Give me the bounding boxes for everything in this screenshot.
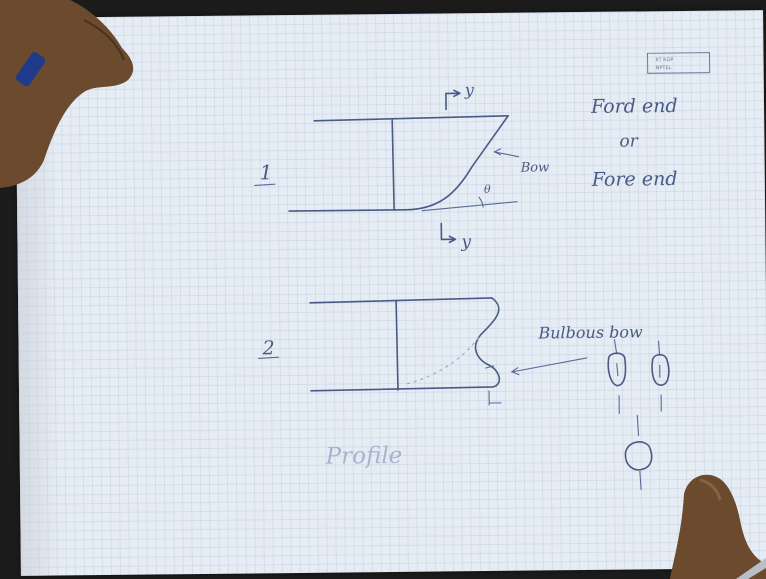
- bow-pointer-arrowhead: [493, 148, 502, 156]
- pen-icon: [15, 52, 46, 87]
- angle-reference-line: [421, 201, 518, 212]
- bulb-section-sketches: [607, 339, 670, 490]
- fore-end-note: Ford end or Fore end: [590, 95, 678, 191]
- profile-label: Profile: [325, 443, 403, 470]
- bulbous-bow-label: Bulbous bow: [537, 322, 643, 342]
- diagram-1-conventional-bow: 1 y y θ Bow: [254, 80, 550, 252]
- conventional-bow-comparison: [406, 334, 481, 385]
- diagram-2-number: 2: [261, 337, 274, 359]
- presenter-hand-left: [0, 0, 134, 188]
- bow-label: Bow: [520, 160, 550, 175]
- section-marker-bottom-label: y: [460, 232, 471, 252]
- section-marker-top: [445, 92, 459, 111]
- presenter-hand-right: [670, 474, 766, 579]
- fore-end-line-2: or: [619, 131, 638, 151]
- nptel-stamp: IIT KGP NPTEL: [646, 52, 711, 74]
- stamp-line-2: NPTEL: [656, 65, 672, 71]
- section-line-1: [391, 119, 395, 211]
- angle-arc: [478, 196, 484, 208]
- section-marker-top-arrow: [453, 89, 461, 98]
- section-marker-bottom: [440, 222, 455, 241]
- section-line-2: [395, 300, 399, 391]
- number-1-underline: [254, 183, 276, 186]
- bulbous-pointer-arrowhead: [510, 367, 520, 376]
- fore-end-line-3: Fore end: [591, 168, 678, 191]
- hull-deck-line: [313, 114, 509, 122]
- number-2-underline: [258, 356, 280, 359]
- section-marker-bottom-arrow: [448, 235, 457, 244]
- section-marker-top-label: y: [464, 80, 475, 99]
- diagram-1-number: 1: [260, 160, 273, 184]
- hull-keel-and-bow-line: [288, 114, 509, 212]
- angle-label: θ: [484, 183, 491, 196]
- stamp-line-1: IIT KGP: [656, 57, 674, 63]
- sketch-canvas: IIT KGP NPTEL 1 y y θ Bow: [254, 52, 711, 490]
- diagram-2-bulbous-bow: 2 Bulbous bow: [258, 297, 670, 490]
- bulbous-pointer-arrow: [512, 357, 588, 373]
- notebook-page: IIT KGP NPTEL 1 y y θ Bow: [15, 10, 766, 576]
- bulbous-hull-outline: [309, 297, 501, 392]
- bulb-marker-ticks: [485, 365, 502, 406]
- bow-pointer-arrow: [493, 151, 520, 158]
- fore-end-line-1: Ford end: [590, 95, 678, 118]
